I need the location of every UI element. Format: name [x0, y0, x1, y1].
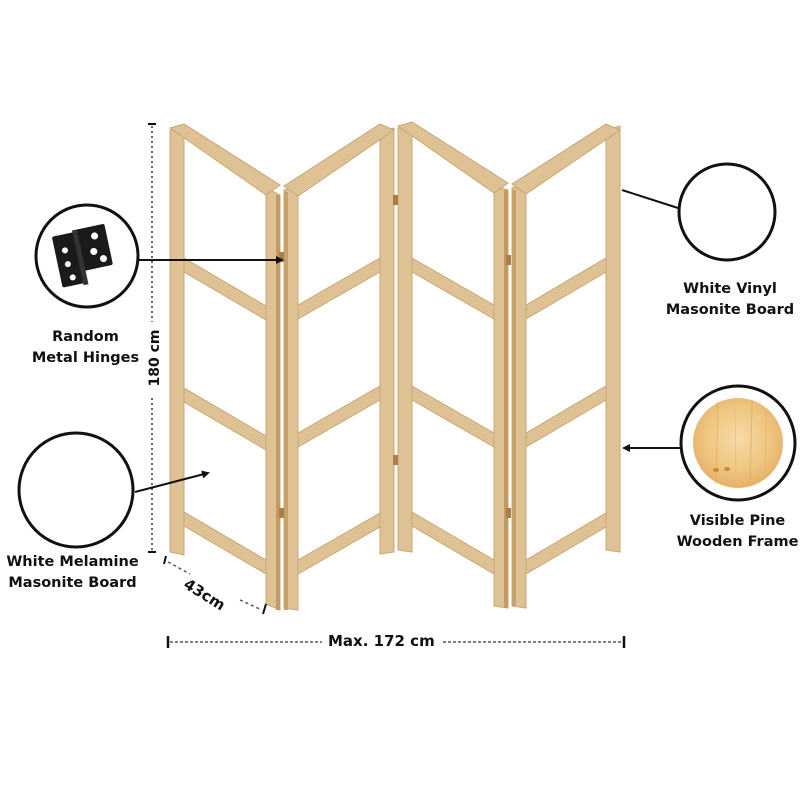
hinges-callout-label: Random Metal Hinges [8, 327, 163, 369]
pine-callout-label: Visible Pine Wooden Frame [660, 511, 800, 553]
vinyl-leader-line [621, 189, 679, 209]
vinyl-label-line-2: Masonite Board [665, 302, 795, 318]
melamine-label-line-1: White Melamine [6, 554, 139, 570]
panel-2-edge [284, 192, 288, 610]
melamine-callout-label: White Melamine Masonite Board [0, 552, 145, 594]
pine-wood-swatch [693, 397, 783, 489]
panel-1-edge [276, 195, 280, 610]
pine-label-line-2: Wooden Frame [676, 534, 799, 550]
width-dimension [166, 636, 626, 648]
panel-2 [283, 123, 396, 611]
hinge-icon [52, 224, 113, 288]
hinges-label-line-2: Metal Hinges [31, 350, 140, 366]
height-dimension [148, 123, 156, 553]
vinyl-callout-circle [677, 162, 777, 262]
panel-3-edge [504, 190, 508, 608]
hinges-label-line-1: Random [52, 329, 119, 345]
vinyl-callout-label: White Vinyl Masonite Board [650, 279, 800, 321]
panel-3 [396, 121, 509, 609]
panel-4 [511, 123, 622, 609]
melamine-leader-arrow [134, 470, 210, 493]
depth-dimension [163, 555, 267, 615]
panel-1 [168, 123, 281, 611]
vinyl-label-line-1: White Vinyl [683, 281, 777, 297]
melamine-label-line-2: Masonite Board [8, 575, 137, 591]
melamine-callout-circle [17, 431, 135, 549]
pine-label-line-1: Visible Pine [689, 513, 786, 529]
hinge-marks [279, 195, 511, 518]
panel-4-edge [512, 190, 516, 606]
width-dimension-label: Max. 172 cm [328, 632, 435, 650]
